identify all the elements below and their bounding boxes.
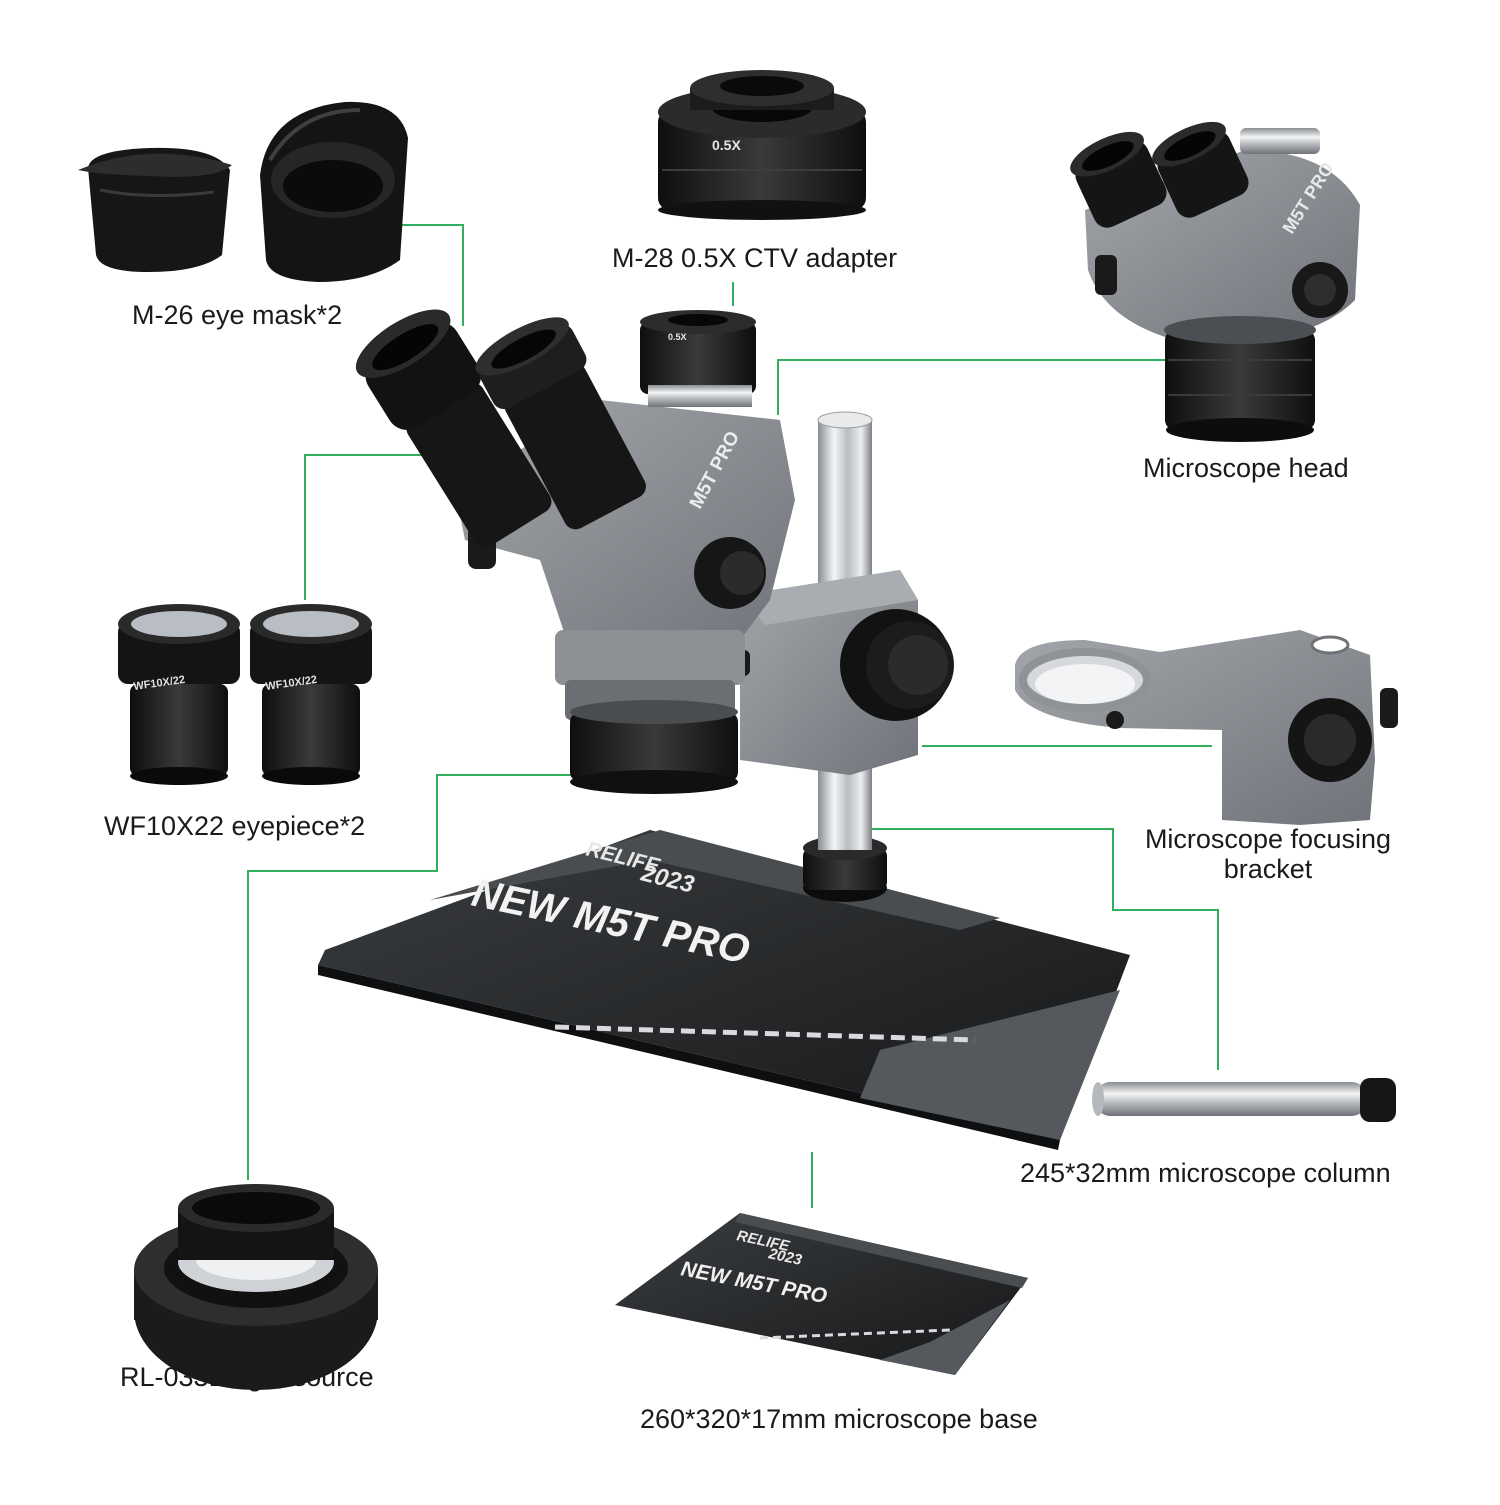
leader-lines — [247, 224, 1219, 1208]
label-column: 245*32mm microscope column — [1020, 1158, 1391, 1188]
eyepiece-right: WF10X/22 — [250, 604, 372, 785]
leader-light-source — [247, 774, 610, 1180]
adapter-mark: 0.5X — [712, 137, 741, 153]
leader-column — [872, 828, 1219, 1070]
leader-eye-mask — [402, 224, 464, 326]
label-eye-mask: M-26 eye mask*2 — [132, 300, 343, 330]
label-ctv-adapter: M-28 0.5X CTV adapter — [612, 243, 898, 273]
ctv-adapter: 0.5X — [658, 70, 866, 220]
light-source-part — [134, 1184, 378, 1390]
label-eyepiece: WF10X22 eyepiece*2 — [104, 811, 366, 841]
leader-eyepiece — [304, 454, 467, 600]
label-focusing-bracket-line1: Microscope focusing — [1144, 824, 1392, 854]
eyepiece-left: WF10X/22 — [118, 604, 240, 785]
small-base-year: 2023 — [766, 1245, 804, 1269]
body-adapter-mark: 0.5X — [668, 332, 687, 342]
microscope-head-part: M5T PRO — [1070, 121, 1360, 442]
focusing-bracket-part — [1015, 630, 1398, 825]
column-part — [1092, 1078, 1396, 1122]
eye-mask-left — [78, 147, 232, 272]
label-microscope-head: Microscope head — [1143, 453, 1349, 483]
label-light-source: RL-033D light source — [120, 1362, 374, 1392]
eye-mask-right — [260, 101, 408, 283]
assembled-microscope: RELIFE 2023 NEW M5T PRO 0.5X — [318, 309, 1130, 1150]
base-part: RELIFE 2023 NEW M5T PRO — [615, 1213, 1028, 1375]
label-focusing-bracket-line2: bracket — [1223, 854, 1313, 884]
label-focusing-bracket: Microscope focusing bracket — [1118, 824, 1418, 884]
label-base: 260*320*17mm microscope base — [640, 1404, 1038, 1434]
leader-microscope-head — [777, 359, 1168, 415]
